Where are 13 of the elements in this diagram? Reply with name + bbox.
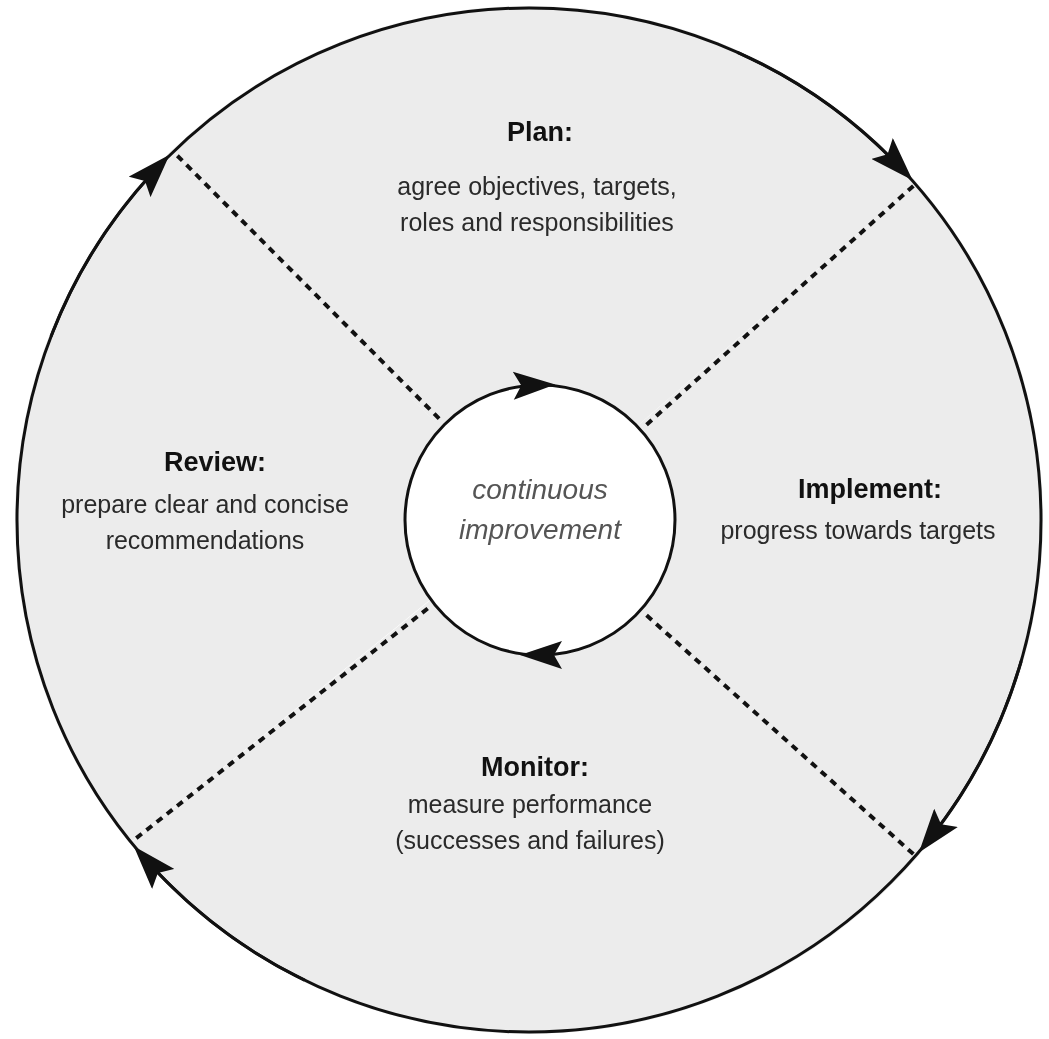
stage-description: prepare clear and concise recommendations — [60, 489, 350, 556]
stage-heading: Plan: — [505, 116, 574, 149]
stage-description: agree objectives, targets, roles and responsibilities — [396, 171, 678, 238]
center-label: continuous improvement — [458, 473, 623, 547]
cycle-arrow — [919, 660, 1023, 854]
stage-heading: Monitor: — [480, 751, 590, 784]
stage-heading: Implement: — [797, 473, 943, 506]
cycle-arrow — [49, 154, 169, 338]
stage-heading: Review: — [162, 446, 267, 479]
cycle-arrow — [736, 50, 914, 180]
stage-description: measure performance (successes and failures) — [394, 789, 666, 856]
cycle-arrow — [133, 846, 306, 982]
stage-description: progress towards targets — [719, 515, 997, 546]
